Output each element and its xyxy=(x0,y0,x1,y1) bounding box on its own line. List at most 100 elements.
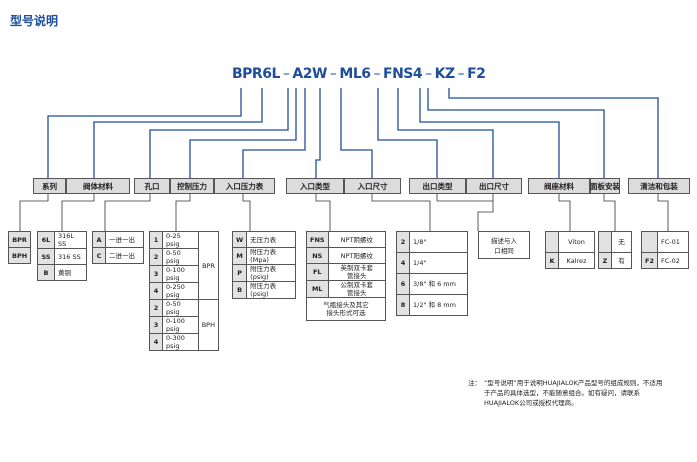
option-desc: 一进一出 xyxy=(105,231,144,248)
option-desc: 0-50 psig xyxy=(162,248,199,266)
option-code: B xyxy=(231,281,248,299)
option-code: K xyxy=(545,252,559,269)
model-segment-cleaning: F2 xyxy=(467,66,486,82)
header-panel-mount: 面板安装 xyxy=(590,178,620,194)
table-row: BPR xyxy=(7,231,32,248)
option-desc: 附压力表 (psig) xyxy=(246,264,296,282)
model-segment-options: KZ xyxy=(434,66,456,82)
table-row: Viton xyxy=(545,231,595,253)
page-title: 型号说明 xyxy=(10,14,59,28)
header-inlet-gauge: 入口压力表 xyxy=(214,178,275,194)
option-code: 2 xyxy=(149,248,163,266)
option-code: 1 xyxy=(149,231,163,249)
option-desc: NPT阳螺纹 xyxy=(327,247,387,264)
series-table: BPR BPH xyxy=(7,231,32,264)
line-body-material xyxy=(93,88,263,178)
option-desc: FC-01 xyxy=(656,231,690,253)
option-desc: 0-25 psig xyxy=(162,231,199,249)
option-desc: Kalrez xyxy=(558,252,595,269)
header-series: 系列 xyxy=(33,178,66,194)
line-outlet-size xyxy=(397,88,494,178)
model-segment-port: A2W xyxy=(292,66,327,82)
option-desc: 0-300 psig xyxy=(162,333,199,351)
model-segment-series: BPR6L xyxy=(232,66,280,82)
option-code: 4 xyxy=(149,282,163,300)
option-code: 3 xyxy=(149,265,163,283)
option-desc: 1/2" 和 8 mm xyxy=(409,294,468,316)
option-code: W xyxy=(231,231,248,248)
header-seat-material: 阀座材料 xyxy=(528,178,590,194)
option-desc: 二进一出 xyxy=(105,247,144,264)
footnote: 注： “型号说明”用于说明HUAJIALOK产品型号的组成规则，不适用于产品的具… xyxy=(468,378,668,408)
option-code: 3 xyxy=(149,316,163,334)
option-code: C xyxy=(92,247,106,264)
line-inlet-gauge xyxy=(242,88,306,178)
option-code: B xyxy=(37,264,55,281)
table-row: 气瓶接头及其它 接头形式可选 xyxy=(306,297,386,321)
option-code xyxy=(545,231,559,253)
model-segment-outlet: FNS4 xyxy=(383,66,423,82)
footnote-label: 注： xyxy=(468,379,481,387)
option-desc: 1/8" xyxy=(409,231,468,253)
table-row: BPH xyxy=(7,247,32,264)
option-code: 4 xyxy=(396,252,410,274)
option-code: 8 xyxy=(396,294,410,316)
header-cleaning: 清洁和包装 xyxy=(628,178,690,194)
option-code: A xyxy=(92,231,106,248)
option-desc: 公制双卡套 管接头 xyxy=(327,280,387,298)
option-desc: 0-50 psig xyxy=(162,299,199,317)
option-code: ML xyxy=(306,280,329,298)
bpr-label: BPR xyxy=(197,231,220,300)
header-outlet-type: 出口类型 xyxy=(409,178,466,194)
header-inlet-type: 入口类型 xyxy=(286,178,344,194)
option-code: 6L xyxy=(37,231,55,249)
model-segment-inlet: ML6 xyxy=(339,66,371,82)
line-inlet-type xyxy=(315,88,321,178)
bph-label: BPH xyxy=(197,299,220,351)
line-panel-mount xyxy=(427,88,605,178)
series-code: BPR xyxy=(7,231,32,248)
option-desc: 黄铜 xyxy=(54,264,87,281)
option-code xyxy=(598,231,612,253)
outlet-note: 描述与入 口相同 xyxy=(478,231,530,259)
header-body-material: 阀体材料 xyxy=(66,178,130,194)
option-code: FL xyxy=(306,263,329,281)
option-code: 2 xyxy=(396,231,410,253)
line-control-pressure xyxy=(189,88,297,178)
option-desc: 0-100 psig xyxy=(162,265,199,283)
option-desc: NPT阴螺纹 xyxy=(327,231,387,248)
model-code: BPR6L–A2W–ML6–FNS4–KZ–F2 xyxy=(232,66,486,82)
table-row: FC-01 xyxy=(641,231,690,253)
option-desc: FC-02 xyxy=(656,252,690,269)
series-code: BPH xyxy=(7,247,32,264)
option-code: SS xyxy=(37,248,55,265)
line-series xyxy=(47,88,242,178)
